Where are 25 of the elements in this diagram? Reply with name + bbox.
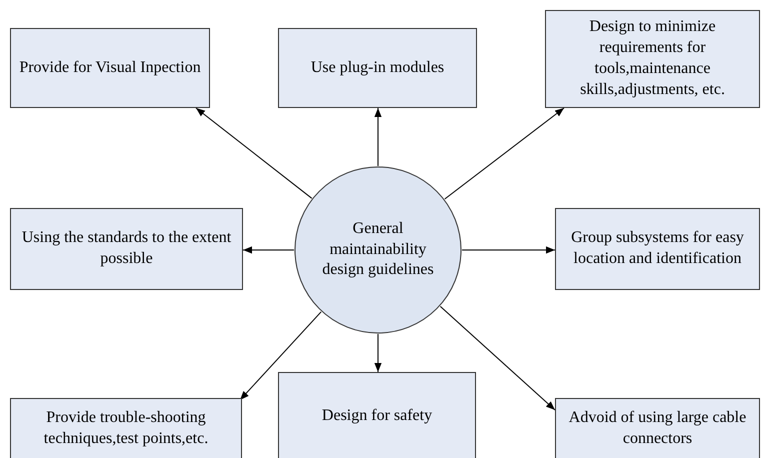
node-text: Advoid of using large cable connectors — [568, 408, 748, 449]
process-box — [10, 208, 243, 290]
process-box — [555, 398, 760, 458]
arrow — [374, 108, 382, 166]
process-box — [555, 208, 760, 290]
process-box — [10, 398, 242, 458]
process-box — [10, 28, 210, 108]
process-box — [545, 10, 760, 108]
arrow — [196, 108, 312, 199]
arrow — [374, 334, 382, 372]
arrow — [444, 108, 564, 200]
process-box — [278, 28, 477, 108]
node-text: Design to minimize requirements for tools,maintenance skills,adjustments, etc. — [579, 17, 726, 100]
process-box — [278, 372, 476, 458]
node-text: Provide trouble-shooting techniques,test points,etc. — [42, 408, 210, 449]
node-text: Use plug-in modules — [310, 58, 444, 78]
arrow — [242, 246, 294, 254]
arrow — [462, 246, 556, 254]
node-text: General maintainability design guidelines — [321, 218, 435, 280]
node-text: Group subsystems for easy location and identification — [570, 228, 745, 269]
node-text: Using the standards to the extent possible — [20, 228, 232, 269]
arrow — [240, 311, 322, 400]
node-text: Provide for Visual Inpection — [19, 58, 201, 78]
node-text: Design for safety — [322, 406, 432, 426]
arrow — [440, 306, 556, 410]
